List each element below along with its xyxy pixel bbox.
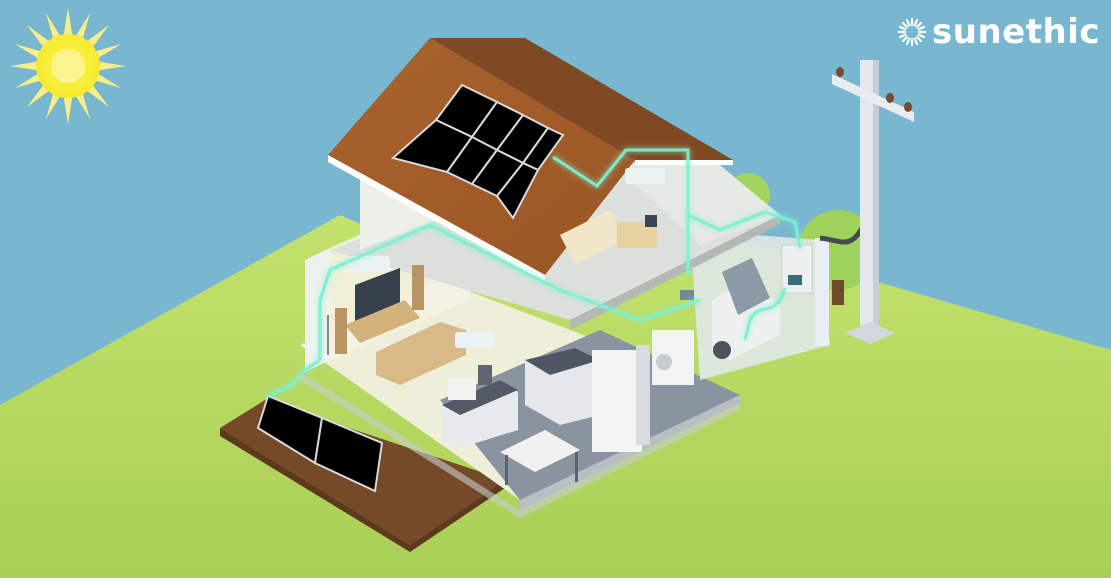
air-conditioner [455,332,495,348]
charger-display [788,275,802,285]
table-leg [505,455,508,485]
car-windshield [722,258,770,315]
dining-table [500,430,580,472]
tree-trunk [832,280,844,305]
meter [680,290,694,300]
bed [560,210,625,265]
upper-wall-right [620,140,780,245]
lamp-pole [327,315,329,355]
car-wheel [713,341,731,359]
brand-logo: sunethic [896,12,1100,52]
utility-pole [832,60,914,344]
brand-name: sunethic [932,12,1100,52]
sun-ring-icon [897,17,927,47]
speaker [335,308,347,354]
tv-stand [345,300,420,343]
deck-edge [220,428,410,552]
air-conditioner [348,256,390,272]
garage-pillar [815,238,829,346]
ev-charger [781,244,813,294]
deck-edge [410,480,505,552]
air-conditioner [625,168,665,184]
roof-edge [635,160,733,165]
ground-solar-array [256,394,384,493]
laptop [645,215,657,227]
coffee-maker [478,365,492,385]
wall-left [305,248,330,372]
lamp [322,305,334,315]
roof-edge [328,155,545,282]
sofa [376,322,466,385]
fridge [592,350,642,452]
grid-cable [819,226,865,245]
roof-solar-array [390,83,565,220]
stove-top [525,348,600,375]
sun-icon [10,8,126,124]
power-lines [267,148,802,398]
fridge-side [636,345,650,445]
counter-top [442,380,518,415]
speaker [412,265,424,310]
upper-floor-edge [570,215,780,330]
microwave [448,378,476,400]
table-leg [575,452,578,482]
washer-door [656,354,672,370]
roof-back [430,38,733,160]
